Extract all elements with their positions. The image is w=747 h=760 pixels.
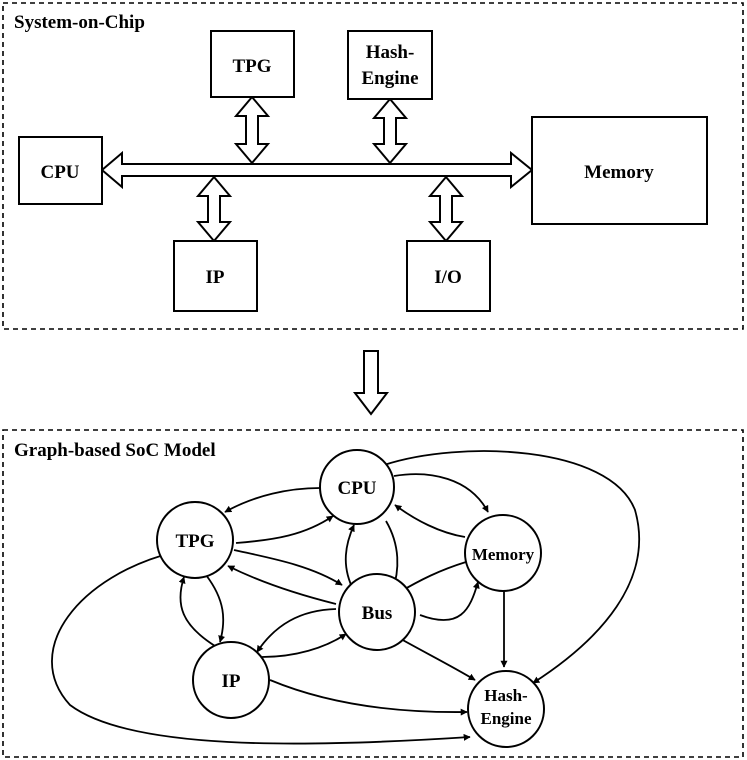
node-ip: IP: [192, 641, 270, 719]
cpu-block-label: CPU: [40, 162, 79, 183]
edge-tpg-cpu: [235, 515, 334, 544]
edge-ip-tpg: [178, 576, 216, 647]
edge-bus-memory: [419, 581, 480, 621]
edge-bus-cpu: [344, 524, 355, 588]
hash-engine-block-label-line2: Engine: [361, 68, 418, 89]
system-bus-arrow: [100, 150, 534, 190]
node-memory-label: Memory: [472, 545, 535, 564]
graph-model-title: Graph-based SoC Model: [14, 440, 216, 461]
edge-ip-hash-engine: [269, 679, 468, 716]
node-hash-engine-label-line2: Engine: [480, 709, 531, 728]
io-block-label: I/O: [434, 267, 461, 288]
transform-arrow: [352, 350, 390, 416]
edge-bus-ip: [256, 608, 337, 653]
tpg-block-label: TPG: [232, 56, 271, 77]
memory-block: Memory: [531, 116, 708, 225]
memory-block-label: Memory: [584, 162, 654, 183]
system-on-chip-frame: [2, 2, 744, 330]
node-bus-label: Bus: [362, 603, 393, 624]
edge-tpg-hash-engine: [51, 551, 471, 745]
cpu-block: CPU: [18, 136, 103, 205]
node-cpu-label: CPU: [337, 478, 376, 499]
io-bus-arrow: [427, 175, 465, 243]
node-hash-engine: Hash- Engine: [467, 670, 545, 748]
node-hash-engine-label-line1: Hash-: [484, 686, 528, 705]
graph-edges: [51, 450, 641, 745]
node-bus: Bus: [338, 573, 416, 651]
edge-memory-cpu: [394, 504, 466, 538]
edge-cpu-tpg: [224, 487, 321, 513]
node-cpu: CPU: [319, 449, 395, 525]
edge-cpu-hash-engine: [383, 450, 641, 684]
tpg-bus-arrow: [233, 95, 271, 165]
edge-bus-tpg: [227, 565, 337, 605]
edge-bus-hash-engine: [391, 633, 476, 681]
edge-tpg-bus: [233, 549, 343, 586]
hash-engine-block-label-line1: Hash-: [366, 42, 415, 63]
graph-model-frame: [2, 429, 744, 758]
edge-memory-bus: [397, 561, 467, 594]
ip-block-label: IP: [206, 267, 225, 288]
io-block: I/O: [406, 240, 491, 312]
node-ip-label: IP: [222, 671, 241, 692]
ip-block: IP: [173, 240, 258, 312]
tpg-block: TPG: [210, 30, 295, 98]
edge-tpg-ip: [205, 574, 226, 643]
edge-ip-bus: [261, 633, 347, 658]
node-memory: Memory: [464, 514, 542, 592]
node-tpg: TPG: [156, 501, 234, 579]
hash-engine-block: Hash- Engine: [347, 30, 433, 100]
ip-bus-arrow: [195, 175, 233, 243]
system-on-chip-title: System-on-Chip: [14, 12, 145, 33]
edge-cpu-memory: [393, 473, 489, 513]
node-tpg-label: TPG: [175, 531, 214, 552]
hash-bus-arrow: [371, 97, 409, 165]
